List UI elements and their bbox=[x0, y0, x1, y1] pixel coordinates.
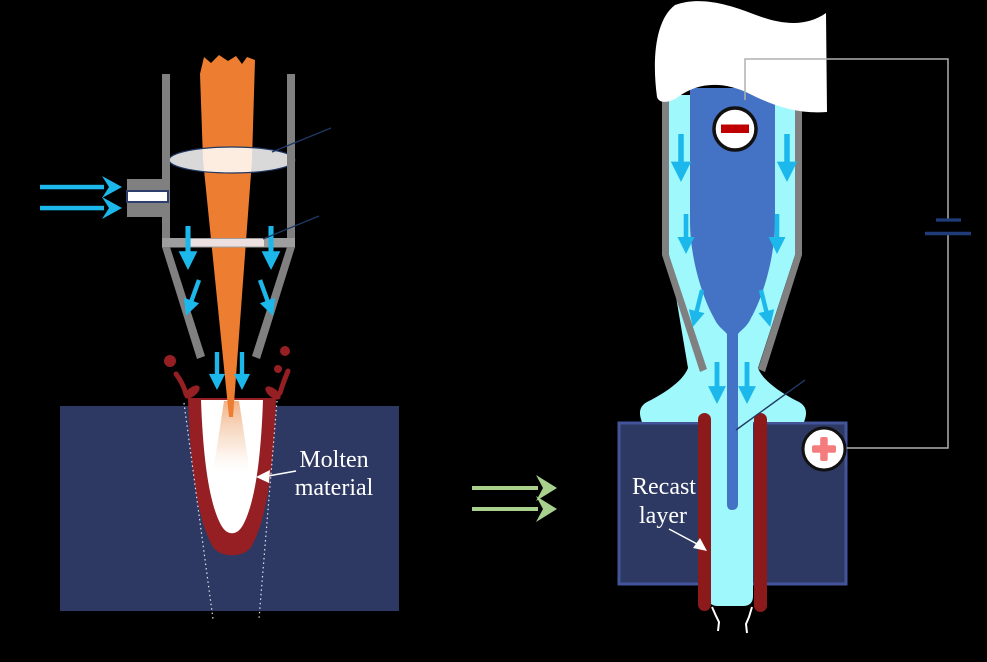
gas-inlet-slot bbox=[126, 190, 169, 203]
recast-label-line1: Recast bbox=[632, 474, 696, 500]
left-panel-laser-drilling: Molten material bbox=[40, 55, 399, 620]
right-panel-ecm-finishing: Recast layer bbox=[617, 1, 971, 634]
nozzle-cone-right bbox=[758, 255, 802, 372]
gap-pointer-line bbox=[735, 379, 806, 431]
nozzle-cone-left bbox=[662, 255, 707, 372]
nozzle-walls-right-panel bbox=[662, 90, 802, 372]
nozzle-wall-left bbox=[662, 90, 669, 255]
white-break-shape bbox=[654, 1, 827, 113]
recast-label-arrow-shaft bbox=[668, 528, 700, 546]
nozzle-wall-right bbox=[287, 74, 295, 238]
molten-label-arrow-shaft bbox=[267, 470, 297, 477]
battery-icon bbox=[925, 218, 971, 236]
gas-arrow-head bbox=[102, 176, 122, 198]
recast-label-line2: layer bbox=[639, 503, 687, 529]
gas-arrow-shaft bbox=[40, 184, 104, 190]
spatter-droplets bbox=[164, 346, 291, 400]
minus-icon bbox=[712, 106, 758, 152]
beam-fade-cone bbox=[214, 401, 249, 477]
nozzle-wall-left bbox=[162, 74, 170, 238]
transition-double-arrow-icon bbox=[472, 475, 557, 522]
molten-label-arrow-head bbox=[256, 470, 270, 483]
nozzle-wall-right bbox=[795, 90, 802, 255]
window-glass bbox=[186, 239, 264, 247]
recast-layer-right bbox=[754, 413, 767, 612]
pointer-lines-left bbox=[262, 127, 332, 240]
recast-layer-left bbox=[698, 413, 711, 611]
gas-arrow-head bbox=[102, 197, 122, 219]
gas-arrow-shaft bbox=[40, 205, 104, 211]
tool-electrode bbox=[690, 88, 775, 510]
circuit-wire bbox=[744, 58, 949, 449]
dotted-taper-lines bbox=[183, 400, 278, 620]
window-pointer-line bbox=[262, 215, 320, 240]
laser-beam bbox=[200, 55, 255, 417]
gas-inlet-arrows bbox=[40, 176, 122, 219]
lens-pointer-line bbox=[271, 127, 332, 153]
exit-streams bbox=[711, 606, 753, 634]
molten-label-line2: material bbox=[295, 475, 374, 501]
molten-material-label: Molten material bbox=[256, 447, 374, 501]
molten-label-line1: Molten bbox=[299, 447, 368, 473]
nozzle-cone-left bbox=[162, 247, 205, 359]
recast-layer-label: Recast layer bbox=[632, 474, 707, 551]
recast-label-arrow-head bbox=[693, 538, 707, 551]
plus-icon bbox=[801, 426, 847, 472]
